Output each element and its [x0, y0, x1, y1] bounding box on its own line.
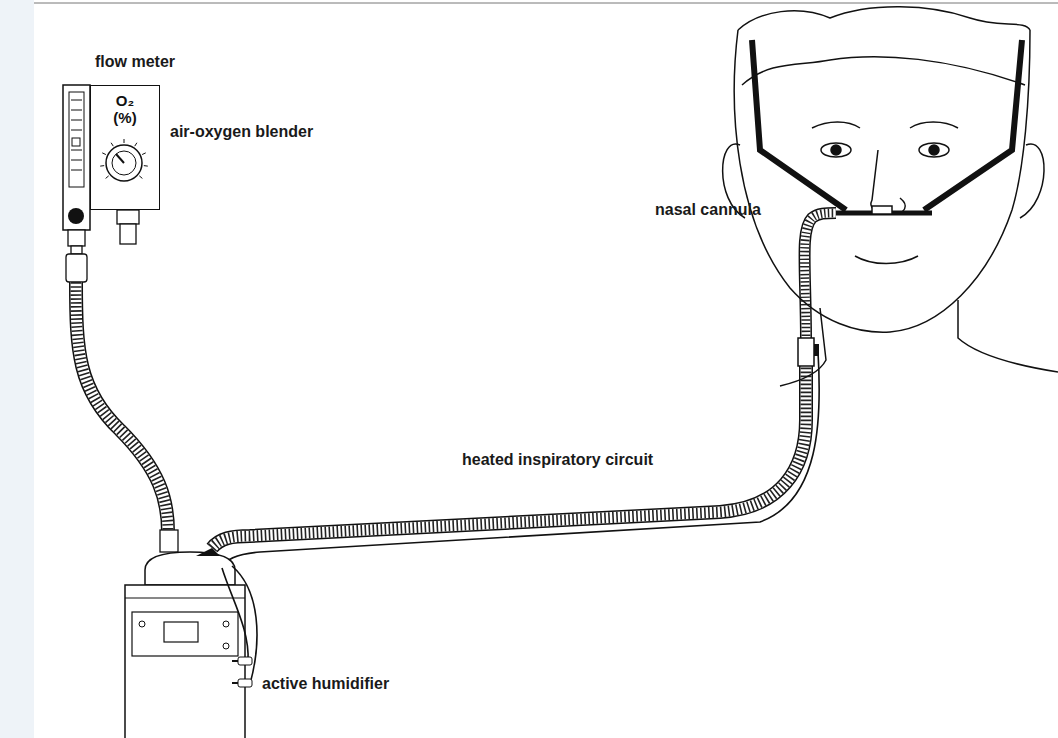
part-label: nasal cannula: [655, 200, 761, 219]
part-label: active humidifier: [262, 674, 389, 693]
part-label: flow meter: [95, 52, 175, 71]
side-band: [0, 0, 34, 738]
patient-face: [723, 7, 1058, 386]
part-label: heated inspiratory circuit: [462, 450, 653, 469]
humidifier-symbol: [125, 530, 257, 738]
flow-meter-symbol: [63, 85, 90, 282]
blender-box: O₂ (%): [90, 85, 160, 210]
heated-circuit-hose: [212, 213, 836, 568]
top-rule: [34, 3, 1058, 4]
part-label: air-oxygen blender: [170, 122, 313, 141]
node-text: O₂ (%): [108, 92, 142, 127]
supply-hose: [76, 282, 168, 532]
blender-dial: [100, 139, 148, 244]
